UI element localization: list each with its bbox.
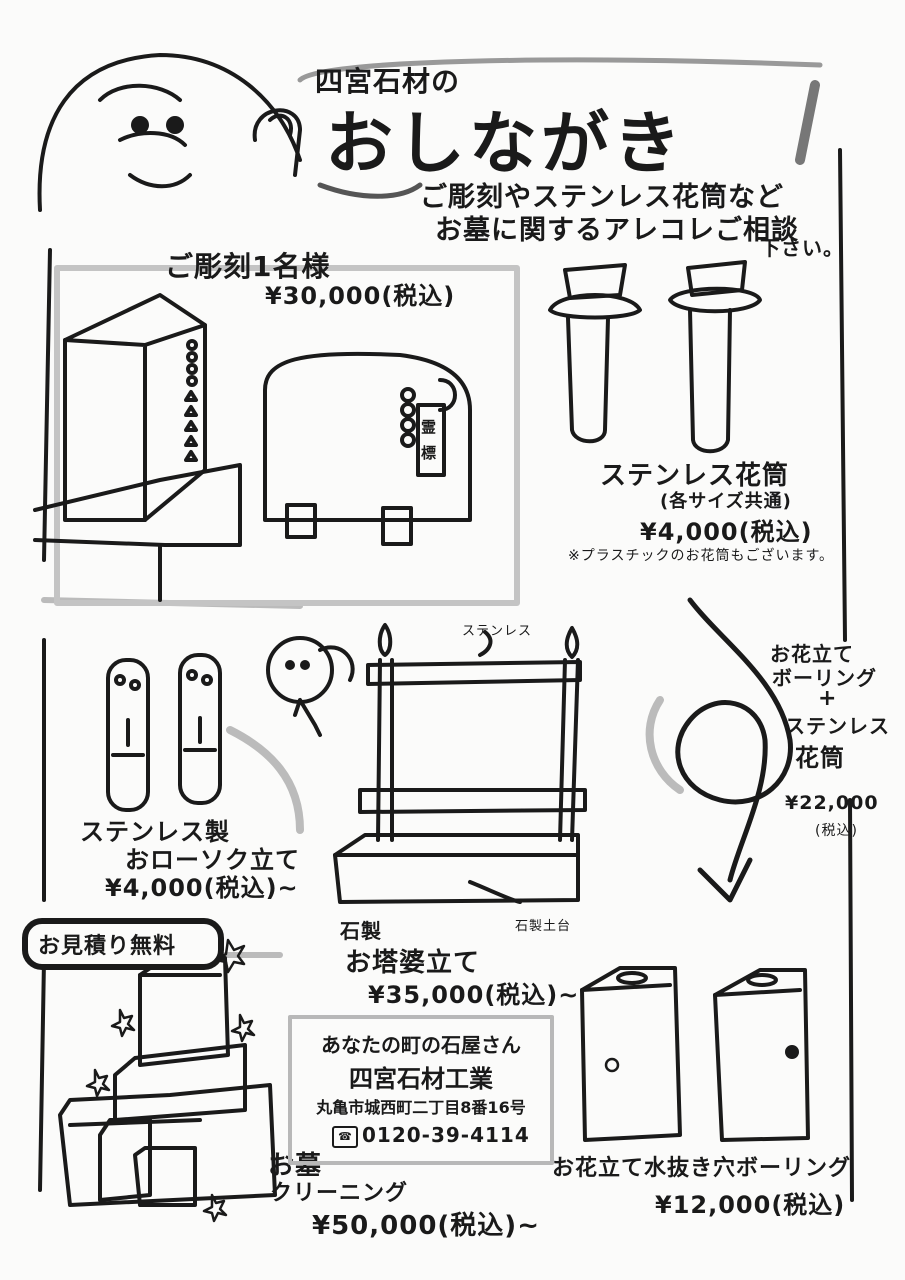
combo-line-4: 花筒 [795,744,845,772]
combo-line-2: ボーリング [772,666,877,690]
shop-company-name: 四宮石材工業 [349,1065,493,1093]
shop-address: 丸亀市城西町二丁目8番16号 [316,1098,526,1117]
candle-price: ¥4,000(税込)~ [105,874,299,902]
stupa-label-stainless: ステンレス [462,624,533,639]
cleaning-price: ¥50,000(税込)~ [312,1211,540,1241]
shop-tagline: あなたの町の石屋さん [321,1033,521,1057]
vase-sizes: (各サイズ共通) [660,491,792,512]
gravestone-cleaning-icon [58,938,277,1223]
candle-holder-icon [106,653,304,834]
frame-line-right-top [838,148,847,642]
stupa-stand-icon [333,623,587,904]
mascot-small-icon [266,636,355,737]
combo-line-1: お花立て [770,642,854,666]
cleaning-title-line-1: お墓 [268,1151,323,1181]
candle-title-line-1: ステンレス製 [80,818,230,846]
page-title: おしながき [325,105,686,184]
free-estimate-text: お見積り無料 [38,934,177,959]
engraving-price: ¥30,000(税込) [265,282,456,310]
drain-price: ¥12,000(税込) [655,1191,846,1219]
spiral-arrow-icon [645,597,793,903]
stupa-price: ¥35,000(税込)~ [368,981,580,1009]
combo-tax: (税込) [815,823,858,839]
flower-stand-icon [580,966,810,1142]
vase-title: ステンレス花筒 [600,461,790,491]
cleaning-title-line-2: クリーニング [270,1181,409,1206]
shop-info-box: あなたの町の石屋さん 四宮石材工業 丸亀市城西町二丁目8番16号 ☎ 0120-… [288,1015,554,1165]
free-estimate-badge: お見積り無料 [22,918,224,970]
plaque-label: 霊標 [421,418,438,462]
stainless-vase-icon [548,260,762,454]
shop-phone-row: ☎ 0120-39-4114 [332,1123,529,1149]
engraving-title: ご彫刻1名様 [165,250,331,283]
oni-mascot-icon [37,53,302,212]
stupa-title-line-1: 石製 [340,919,382,943]
free-dial-icon: ☎ [332,1126,358,1148]
stupa-label-base: 石製土台 [515,919,572,934]
combo-plus: + [818,686,838,711]
combo-line-3: ステンレス [785,714,890,738]
gravestone-engraved-icon [33,293,242,602]
shop-name-heading: 四宮石材の [315,65,461,98]
stupa-title-line-2: お塔婆立て [345,948,481,978]
frame-line-right-bot [848,798,854,1202]
drain-title: お花立て水抜き穴ボーリング [552,1156,852,1181]
vase-price: ¥4,000(税込) [640,518,813,546]
frame-line-left-top [42,248,52,562]
combo-price: ¥22,000 [785,792,879,814]
memorial-plaque-icon [263,351,472,546]
candle-title-line-2: おローソク立て [125,846,300,874]
shop-phone[interactable]: 0120-39-4114 [362,1123,530,1147]
subtitle-line-1: ご彫刻やステンレス花筒など [420,182,784,213]
subtitle-line-3: 下さい。 [760,236,844,260]
frame-line-left-bot [38,958,46,1192]
vase-note: ※プラスチックのお花筒もございます。 [568,548,835,564]
subtitle-line-2: お墓に関するアレコレご相談 [435,215,799,246]
